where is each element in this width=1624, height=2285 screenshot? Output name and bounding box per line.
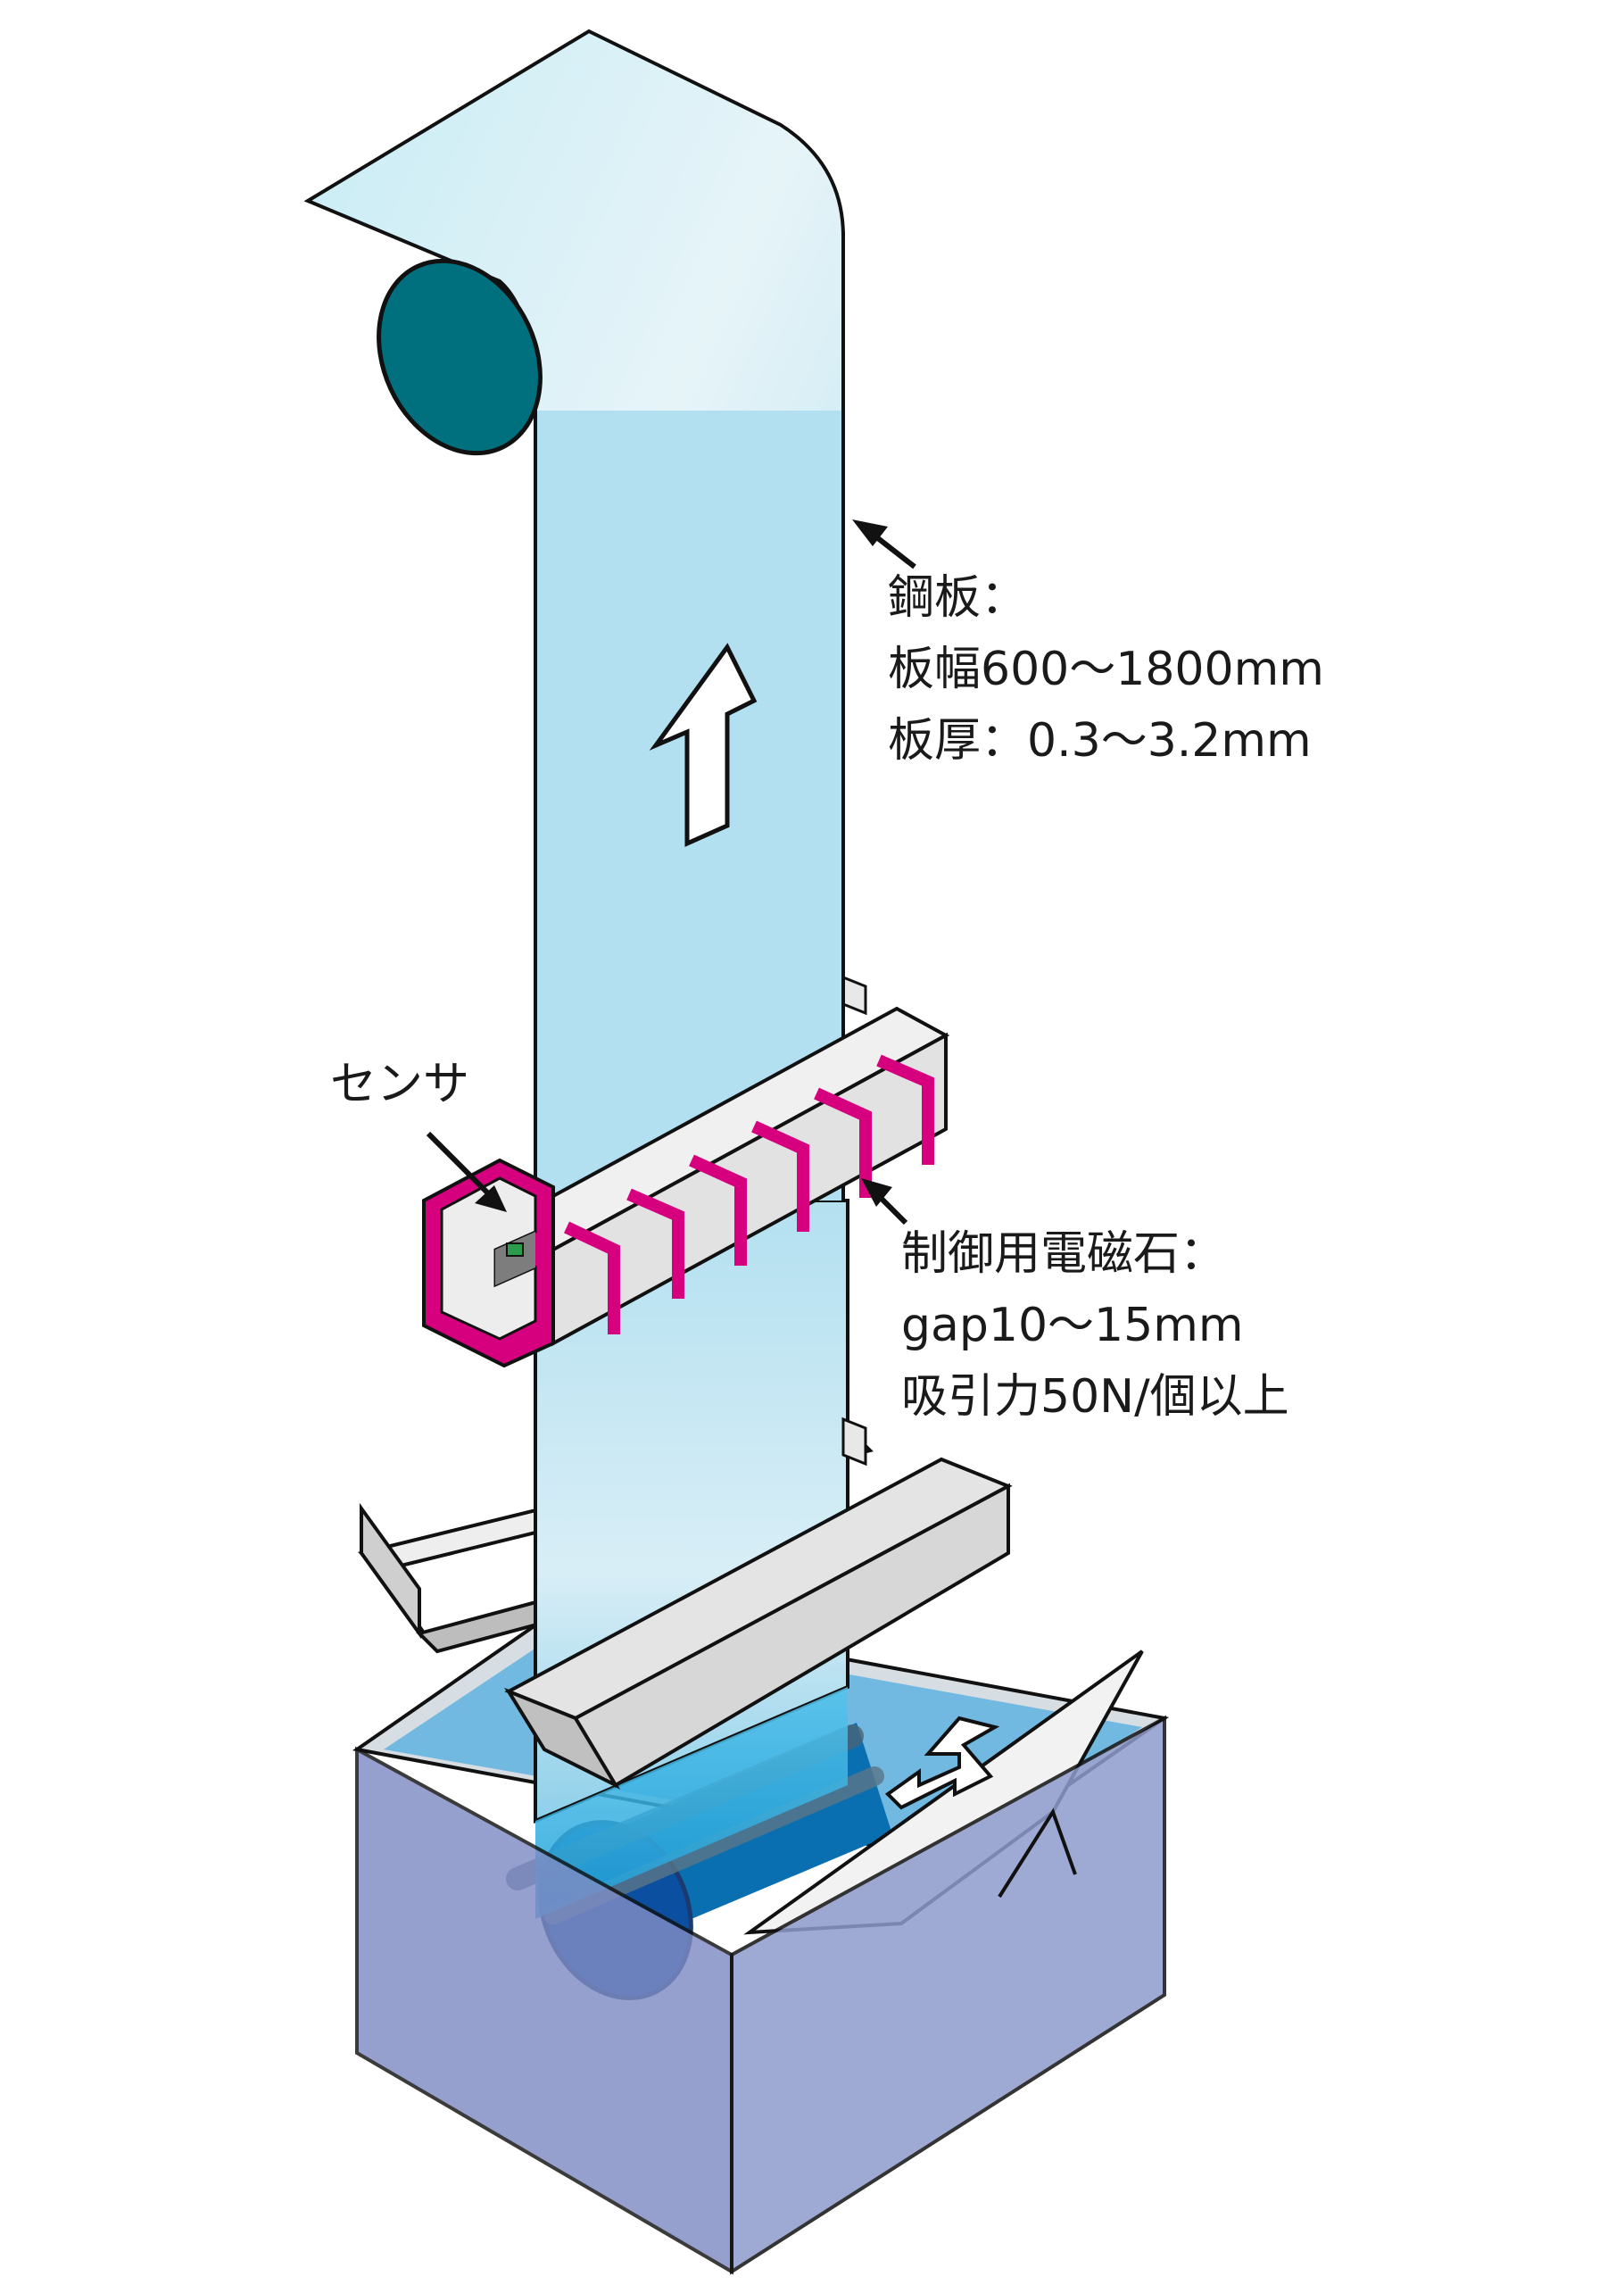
magnet-gap: gap10～15mm bbox=[901, 1299, 1244, 1352]
steel-sheet-thickness: 板厚：0.3～3.2mm bbox=[888, 714, 1312, 768]
control-electromagnet-bank bbox=[422, 1006, 950, 1368]
steel-sheet-width: 板幅600～1800mm bbox=[888, 643, 1324, 696]
top-roll bbox=[377, 258, 543, 456]
up-arrow-icon bbox=[649, 643, 758, 847]
zinc-bath-front bbox=[355, 1715, 1166, 2275]
steel-sheet-label: 鋼板： 板幅600～1800mm 板厚：0.3～3.2mm bbox=[888, 562, 1324, 777]
back-magnet-row bbox=[841, 975, 867, 1467]
magnet-leader-arrow bbox=[861, 1178, 908, 1226]
steel-sheet-title: 鋼板： bbox=[888, 571, 1028, 625]
sensor-leader-arrow bbox=[426, 1131, 507, 1212]
magnet-force: 吸引力50N/個以上 bbox=[901, 1370, 1289, 1424]
front-stabilizer-bar bbox=[504, 1457, 1013, 1790]
magnet-title: 制御用電磁石： bbox=[901, 1227, 1227, 1281]
magnet-coil bbox=[564, 1054, 934, 1334]
magnet-label: 制御用電磁石： gap10～15mm 吸引力50N/個以上 bbox=[901, 1218, 1289, 1433]
sensor-chip-icon bbox=[506, 1242, 524, 1257]
sensor-label: センサ bbox=[330, 1058, 470, 1111]
steel-sheet-upper bbox=[303, 29, 845, 1202]
steel-sheet-leader-arrow bbox=[852, 519, 916, 569]
